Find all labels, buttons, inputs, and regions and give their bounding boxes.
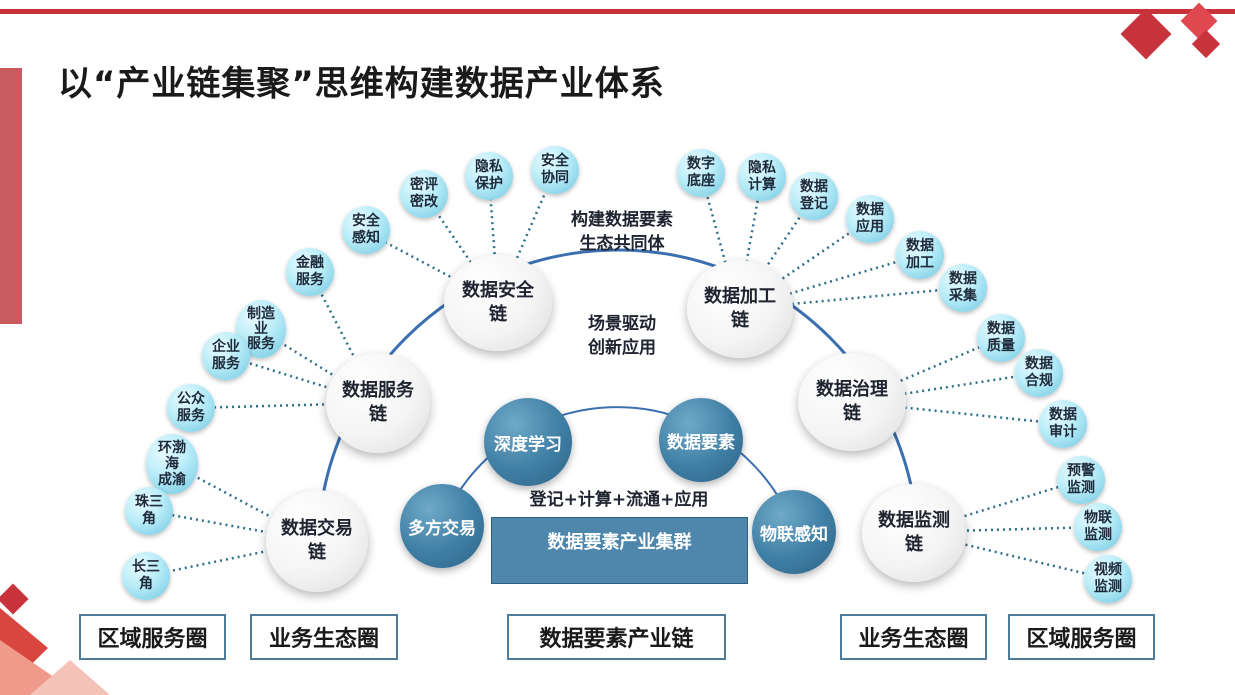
chain-data-processing: 数据加工 链 <box>687 260 793 358</box>
top-accent-bar <box>0 9 1235 14</box>
core-data-elements: 数据要素 <box>659 398 743 482</box>
satellite-video-monitoring: 视频 监测 <box>1084 555 1132 603</box>
satellite-financial-service: 金融 服务 <box>286 248 334 296</box>
scenario-text: 场景驱动 创新应用 <box>588 314 656 358</box>
label-left-region-circle: 区域服务圈 <box>79 614 226 660</box>
satellite-security-awareness: 安全 感知 <box>342 206 390 254</box>
chain-data-monitoring: 数据监测 链 <box>862 484 966 582</box>
left-accent-bar <box>0 68 22 324</box>
satellite-data-collection: 数据 采集 <box>939 264 987 312</box>
satellite-data-application: 数据 应用 <box>846 195 894 243</box>
chain-data-service: 数据服务 链 <box>326 353 430 453</box>
core-iot-sensing: 物联感知 <box>752 490 836 574</box>
corner-diamonds-top-right <box>1120 2 1221 60</box>
satellite-data-processing: 数据 加工 <box>896 231 944 279</box>
satellite-data-quality: 数据 质量 <box>977 314 1025 362</box>
satellite-iot-monitoring: 物联 监测 <box>1074 503 1122 551</box>
core-deep-learning: 深度学习 <box>484 398 572 486</box>
label-industry-chain: 数据要素产业链 <box>507 614 726 660</box>
satellite-security-collaboration: 安全 协同 <box>531 146 579 194</box>
satellite-bohai-chengyu: 环渤 海 成渝 <box>146 434 198 494</box>
inner-arc <box>439 406 795 529</box>
satellite-data-compliance: 数据 合规 <box>1015 349 1063 397</box>
core-multi-party-trading: 多方交易 <box>400 484 484 568</box>
chain-data-trading: 数据交易 链 <box>266 490 368 592</box>
satellite-yangtze-delta: 长三 角 <box>122 552 170 600</box>
satellite-privacy-protection: 隐私 保护 <box>465 152 513 200</box>
chain-data-governance: 数据治理 链 <box>798 353 906 451</box>
satellite-privacy-computing: 隐私 计算 <box>738 153 786 201</box>
satellite-enterprise-service: 企业 服务 <box>202 332 250 380</box>
ecosystem-text: 构建数据要素 生态共同体 <box>571 210 673 254</box>
label-left-business-circle: 业务生态圈 <box>250 614 398 660</box>
page-title: 以“产业链集聚”思维构建数据产业体系 <box>58 64 665 104</box>
satellite-warning-monitoring: 预警 监测 <box>1057 456 1105 504</box>
industry-cluster-box: 数据要素产业集群 <box>491 517 748 584</box>
satellite-public-service: 公众 服务 <box>167 384 215 432</box>
corner-decoration-bottom-left <box>0 583 110 695</box>
satellite-digital-base: 数字 底座 <box>677 149 725 197</box>
satellite-data-audit: 数据 审计 <box>1039 400 1087 448</box>
satellite-pearl-river-delta: 珠三 角 <box>125 487 173 535</box>
satellite-crypto-assessment: 密评 密改 <box>400 170 448 218</box>
label-right-business-circle: 业务生态圈 <box>840 614 987 660</box>
satellite-data-registration: 数据 登记 <box>790 172 838 220</box>
label-right-region-circle: 区域服务圈 <box>1008 614 1155 660</box>
formula-text: 登记+计算+流通+应用 <box>529 490 709 510</box>
chain-data-security: 数据安全 链 <box>444 255 552 351</box>
